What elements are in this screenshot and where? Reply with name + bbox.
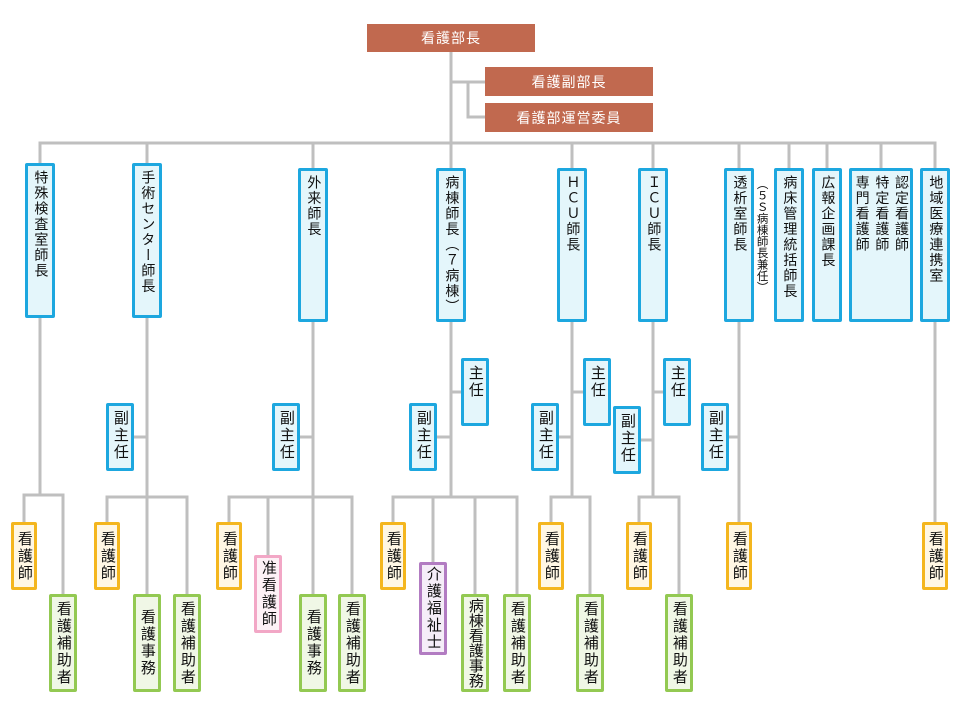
head-outpatient: 外来師長 [298, 168, 328, 322]
ward-clerk-box: 病棟看護事務 [461, 594, 489, 692]
deputy-chief-box-icu: 副主任 [613, 406, 641, 474]
head-special-exam-room: 特殊検査室師長 [25, 163, 55, 318]
director-label: 看護部長 [421, 31, 481, 47]
director-box: 看護部長 [367, 24, 535, 52]
deputy-chief-label: 副主任 [618, 413, 637, 464]
deputy-chief-box-outpatient: 副主任 [272, 403, 300, 471]
deputy-chief-box-dialysis: 副主任 [701, 403, 729, 471]
head-bed-management: 病床管理統括師長 [774, 168, 804, 322]
deputy-director-label: 看護副部長 [531, 74, 607, 91]
deputy-chief-box-hcu: 副主任 [531, 403, 559, 471]
nursing-clerk-label: 看護事務 [138, 609, 157, 677]
nurse-label: 看護師 [220, 530, 239, 582]
head-dialysis: 透析室師長 [724, 168, 754, 322]
head-pr-planning: 広報企画課長 [812, 168, 842, 322]
assistant-nurse-box: 准看護師 [254, 555, 282, 633]
care-worker-box: 介護福祉士 [419, 562, 447, 655]
deputy-chief-label: 副主任 [536, 410, 555, 461]
nursing-clerk-box: 看護事務 [133, 594, 161, 692]
nursing-assistant-box: 看護補助者 [665, 594, 693, 692]
nursing-clerk-box: 看護事務 [299, 594, 327, 692]
deputy-chief-box-surgery: 副主任 [106, 403, 134, 471]
nurse-box: 看護師 [380, 522, 406, 590]
specialist-nurses-box: 認定看護師 特定看護師 専門看護師 [849, 168, 913, 322]
nursing-assistant-label: 看護補助者 [343, 600, 362, 686]
care-worker-label: 介護福祉士 [424, 566, 443, 651]
nursing-clerk-label: 看護事務 [304, 609, 323, 677]
chief-box-hcu: 主任 [583, 358, 611, 426]
head-special-exam-room-label: 特殊検査室師長 [32, 170, 49, 279]
nursing-assistant-box: 看護補助者 [173, 594, 201, 692]
nurse-box: 看護師 [626, 522, 652, 590]
head-outpatient-label: 外来師長 [305, 175, 322, 237]
head-regional-liaison-label: 地域医療連携室 [927, 175, 944, 284]
specified-nurse-label: 特定看護師 [873, 175, 890, 253]
deputy-chief-box-ward: 副主任 [409, 403, 437, 471]
deputy-chief-label: 副主任 [706, 410, 725, 461]
nurse-box: 看護師 [538, 522, 564, 590]
head-dialysis-label: 透析室師長 [731, 175, 748, 253]
nurse-label: 看護師 [542, 530, 561, 582]
specialist-nurse-label: 専門看護師 [853, 175, 870, 253]
head-bed-management-label: 病床管理統括師長 [781, 175, 798, 299]
chief-label: 主任 [668, 365, 687, 399]
head-regional-liaison: 地域医療連携室 [920, 168, 950, 322]
nurse-label: 看護師 [384, 530, 403, 582]
deputy-chief-label: 副主任 [111, 410, 130, 461]
assistant-nurse-label: 准看護師 [259, 560, 278, 628]
nursing-assistant-label: 看護補助者 [178, 600, 197, 686]
nurse-label: 看護師 [630, 530, 649, 582]
nurse-label: 看護師 [926, 530, 945, 582]
head-hcu-label: ＨＣＵ師長 [564, 175, 581, 253]
management-committee-label: 看護部運営委員 [516, 110, 622, 127]
nursing-assistant-box: 看護補助者 [338, 594, 366, 692]
chief-box-icu: 主任 [663, 358, 691, 426]
nurse-label: 看護師 [98, 530, 117, 582]
head-icu-label: ＩＣＵ師長 [645, 175, 662, 253]
head-ward-label: 病棟師長（７病棟） [443, 175, 460, 315]
nursing-assistant-label: 看護補助者 [54, 600, 73, 686]
management-committee-box: 看護部運営委員 [485, 103, 653, 132]
nurse-box: 看護師 [216, 522, 242, 590]
head-pr-planning-label: 広報企画課長 [819, 175, 836, 268]
nurse-label: 看護師 [15, 530, 34, 582]
head-surgery-center: 手術センター師長 [132, 163, 162, 318]
nurse-box: 看護師 [94, 522, 120, 590]
nursing-assistant-box: 看護補助者 [49, 594, 77, 692]
head-ward: 病棟師長（７病棟） [436, 168, 466, 322]
nursing-assistant-box: 看護補助者 [576, 594, 604, 692]
head-icu: ＩＣＵ師長 [638, 168, 668, 322]
deputy-director-box: 看護副部長 [485, 67, 653, 96]
head-hcu: ＨＣＵ師長 [557, 168, 587, 322]
nursing-assistant-label: 看護補助者 [508, 600, 527, 686]
nursing-assistant-label: 看護補助者 [670, 600, 689, 686]
nursing-assistant-label: 看護補助者 [581, 600, 600, 686]
head-dialysis-note: （５Ｓ病棟師長兼任） [755, 178, 770, 293]
nurse-label: 看護師 [730, 530, 749, 582]
nursing-assistant-box: 看護補助者 [503, 594, 531, 692]
deputy-chief-label: 副主任 [414, 410, 433, 461]
head-surgery-center-label: 手術センター師長 [139, 170, 156, 294]
chief-label: 主任 [588, 365, 607, 399]
nurse-box: 看護師 [922, 522, 948, 590]
nurse-box: 看護師 [726, 522, 752, 590]
certified-nurse-label: 認定看護師 [893, 175, 910, 253]
chief-label: 主任 [466, 365, 485, 399]
ward-clerk-label: 病棟看護事務 [466, 598, 485, 688]
deputy-chief-label: 副主任 [277, 410, 296, 461]
chief-box-ward: 主任 [461, 358, 489, 426]
nurse-box: 看護師 [11, 522, 37, 590]
